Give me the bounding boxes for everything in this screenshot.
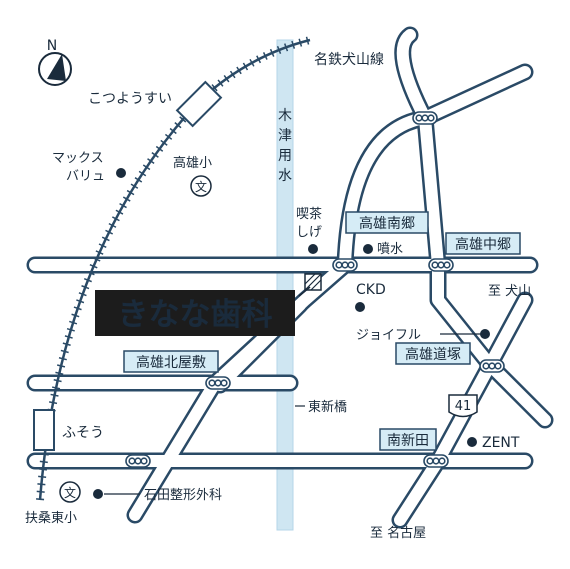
railway-track: [36, 36, 311, 501]
compass-north-letter: N: [47, 38, 57, 54]
clinic-banner: [95, 290, 295, 336]
label-station-fusou: ふそう: [62, 425, 104, 441]
station-kotsuyousui: [175, 80, 223, 128]
signal-north: [412, 111, 438, 125]
label-railway: 名鉄犬山線: [314, 52, 384, 68]
school-symbol-takao: 文: [195, 179, 207, 194]
signal-minami-shinden: [423, 454, 449, 468]
svg-text:用: 用: [278, 148, 292, 164]
label-joyful: ジョイフル: [356, 328, 421, 343]
label-max-valu-2: バリュ: [66, 169, 105, 184]
dot-funsui: [363, 244, 373, 254]
dot-ckd: [355, 302, 365, 312]
dot-kissa-shige: [308, 244, 318, 254]
label-takao-elem: 高雄小: [173, 155, 212, 171]
svg-text:津: 津: [278, 128, 292, 144]
canal-label: 木 津 用 水: [278, 108, 292, 184]
label-takao-dozuka: 高雄道塚: [405, 346, 461, 363]
svg-text:木: 木: [278, 108, 292, 124]
label-shige: しげ: [296, 225, 322, 240]
label-ishida: 石田整形外科: [144, 488, 222, 503]
label-zent: ZENT: [482, 435, 520, 451]
signal-takao-kitayashiki: [205, 376, 231, 390]
label-fuso-higashi: 扶桑東小: [25, 510, 77, 526]
signal-south-west: [125, 454, 151, 468]
label-higashi-shinbashi: 東新橋: [308, 399, 347, 415]
clinic-name: きなな歯科: [118, 297, 273, 333]
compass: N: [38, 38, 72, 86]
label-kissa: 喫茶: [296, 206, 322, 222]
station-fusou: [33, 409, 55, 451]
dot-zent: [467, 437, 477, 447]
school-symbol-fuso: 文: [64, 485, 76, 500]
label-max-valu-1: マックス: [52, 151, 104, 166]
label-to-inuyama: 至 犬山: [488, 284, 531, 299]
label-station-kotsuyousui: こつようすい: [88, 91, 172, 107]
label-funsui: 噴水: [377, 242, 403, 257]
route-41-shield: 41: [448, 394, 478, 418]
label-takao-minamigo: 高雄南郷: [359, 215, 415, 232]
svg-text:水: 水: [278, 168, 292, 184]
label-takao-nakago: 高雄中郷: [455, 236, 511, 253]
signal-takao-minamigo: [332, 258, 358, 272]
signal-takao-nakago: [428, 258, 454, 272]
label-to-nagoya: 至 名古屋: [370, 525, 426, 541]
school-takao: 文: [190, 175, 212, 197]
intersection-labels: 高雄南郷 高雄中郷 高雄北屋敷 高雄道塚 南新田: [123, 211, 521, 451]
school-fuso-higashi: 文: [59, 481, 81, 503]
signal-markers: [125, 111, 505, 468]
route-number: 41: [455, 399, 472, 414]
label-minami-shinden: 南新田: [387, 433, 429, 449]
north-arrow-icon: [47, 54, 66, 81]
canal: [276, 39, 294, 531]
label-ckd: CKD: [356, 282, 386, 298]
dot-ishida: [93, 489, 103, 499]
signal-takao-dozuka: [479, 359, 505, 373]
dot-max-valu: [116, 168, 126, 178]
landmark-dots: [93, 168, 490, 499]
label-takao-kitayashiki: 高雄北屋敷: [136, 354, 206, 371]
